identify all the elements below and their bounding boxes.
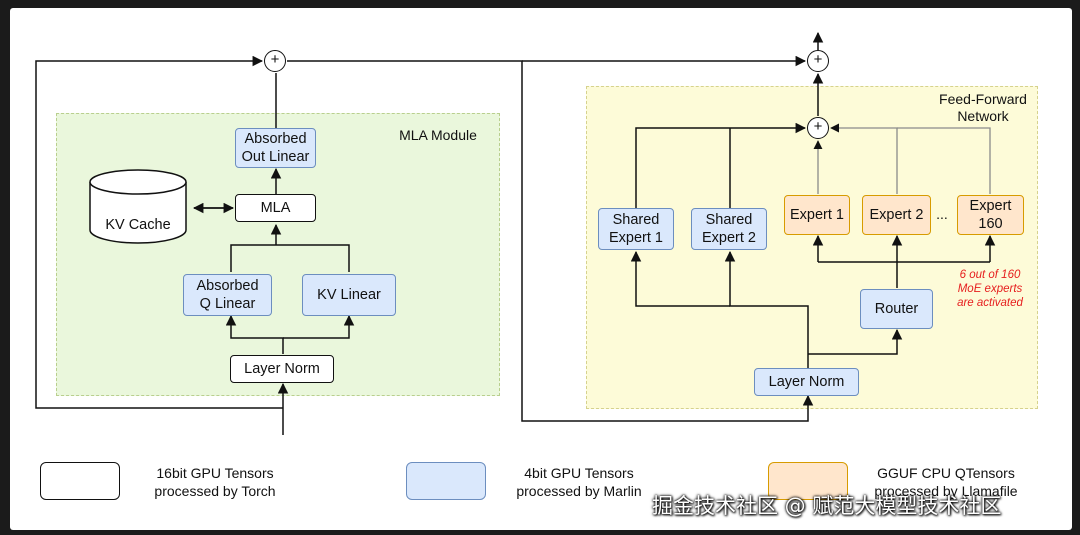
absorbed-q-linear-node: Absorbed Q Linear <box>183 274 272 316</box>
legend-swatch-marlin <box>406 462 486 500</box>
wire-residual-attn <box>35 55 283 409</box>
wire-layernorm-to-kv <box>283 314 355 339</box>
shared-expert-2-node: Shared Expert 2 <box>691 208 767 250</box>
absorbed-out-linear-node: Absorbed Out Linear <box>235 128 316 168</box>
expert-ellipsis: ... <box>936 206 948 222</box>
layer-norm-attn-node: Layer Norm <box>230 355 334 383</box>
expert-2-node: Expert 2 <box>862 195 931 235</box>
kv-cache-cylinder <box>89 169 187 244</box>
wire-bus-shared <box>724 250 809 354</box>
moe-activation-note: 6 out of 160 MoE experts are activated <box>957 269 1023 309</box>
wire-bus-router <box>808 328 903 355</box>
legend-swatch-torch <box>40 462 120 500</box>
watermark-text: 掘金技术社区 @ 赋范大模型技术社区 <box>652 494 1002 518</box>
layer-norm-ffn-node: Layer Norm <box>754 368 859 396</box>
wire-expert2-to-plus <box>830 123 898 194</box>
wire-expert160-to-plus <box>897 127 991 194</box>
residual-add-attn: + <box>264 50 286 72</box>
kv-cache-label: KV Cache <box>105 217 171 233</box>
wire-shared1-up <box>635 122 807 210</box>
feed-forward-label: Feed-Forward Network <box>939 91 1027 124</box>
legend-text-marlin: 4bit GPU Tensors processed by Marlin <box>516 465 642 499</box>
expert-sum-add: + <box>807 117 829 139</box>
residual-add-ffn: + <box>807 50 829 72</box>
kv-linear-node: KV Linear <box>302 274 396 316</box>
wire-plus-to-right <box>287 60 814 422</box>
wire-layernorm-split <box>225 314 284 354</box>
wire-bus-shared1 <box>630 250 730 307</box>
mla-module-label: MLA Module <box>399 127 477 143</box>
legend-text-torch: 16bit GPU Tensors processed by Torch <box>154 465 276 499</box>
shared-expert-1-node: Shared Expert 1 <box>598 208 674 250</box>
legend-swatch-llamafile <box>768 462 848 500</box>
router-node: Router <box>860 289 933 329</box>
expert-160-node: Expert 160 <box>957 195 1024 235</box>
wire-q-to-mla <box>230 244 350 272</box>
legend-text-llamafile: GGUF CPU QTensors processed by Llamafile <box>874 465 1018 499</box>
expert-1-node: Expert 1 <box>784 195 850 235</box>
mla-node: MLA <box>235 194 316 222</box>
